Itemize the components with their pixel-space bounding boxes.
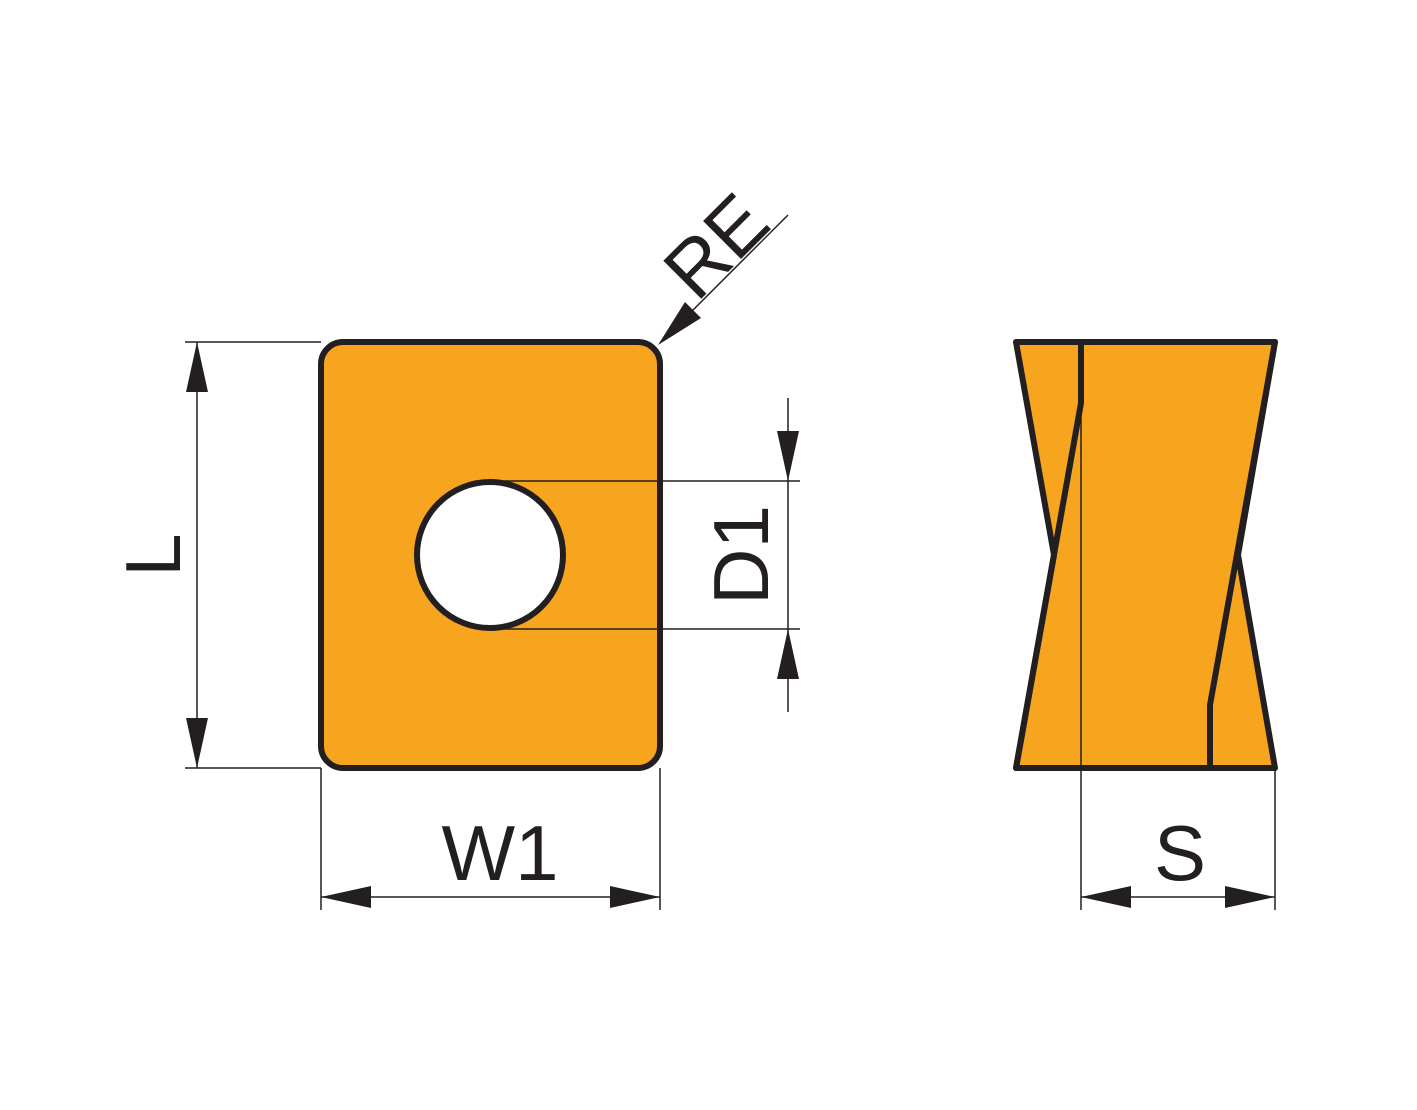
front-view bbox=[318, 339, 663, 771]
arrow-left-icon bbox=[1081, 886, 1131, 908]
arrow-right-icon bbox=[1225, 886, 1275, 908]
dimension-D1: D1 bbox=[490, 398, 800, 712]
arrow-down-icon bbox=[777, 431, 799, 481]
side-view bbox=[1013, 339, 1278, 771]
arrow-icon bbox=[658, 302, 701, 345]
label-L: L bbox=[109, 533, 197, 576]
label-D1: D1 bbox=[697, 505, 785, 605]
arrow-up-icon bbox=[777, 629, 799, 679]
label-S: S bbox=[1154, 809, 1206, 897]
arrow-left-icon bbox=[321, 886, 371, 908]
dimension-RE: RE bbox=[646, 176, 789, 345]
arrow-right-icon bbox=[610, 886, 660, 908]
label-W1: W1 bbox=[442, 809, 559, 897]
dimension-L: L bbox=[109, 341, 321, 769]
center-hole bbox=[414, 479, 566, 631]
arrow-down-icon bbox=[186, 718, 208, 768]
dimension-S: S bbox=[1080, 403, 1276, 910]
dimension-W1: W1 bbox=[320, 768, 661, 910]
label-RE: RE bbox=[646, 176, 785, 315]
arrow-up-icon bbox=[186, 342, 208, 392]
